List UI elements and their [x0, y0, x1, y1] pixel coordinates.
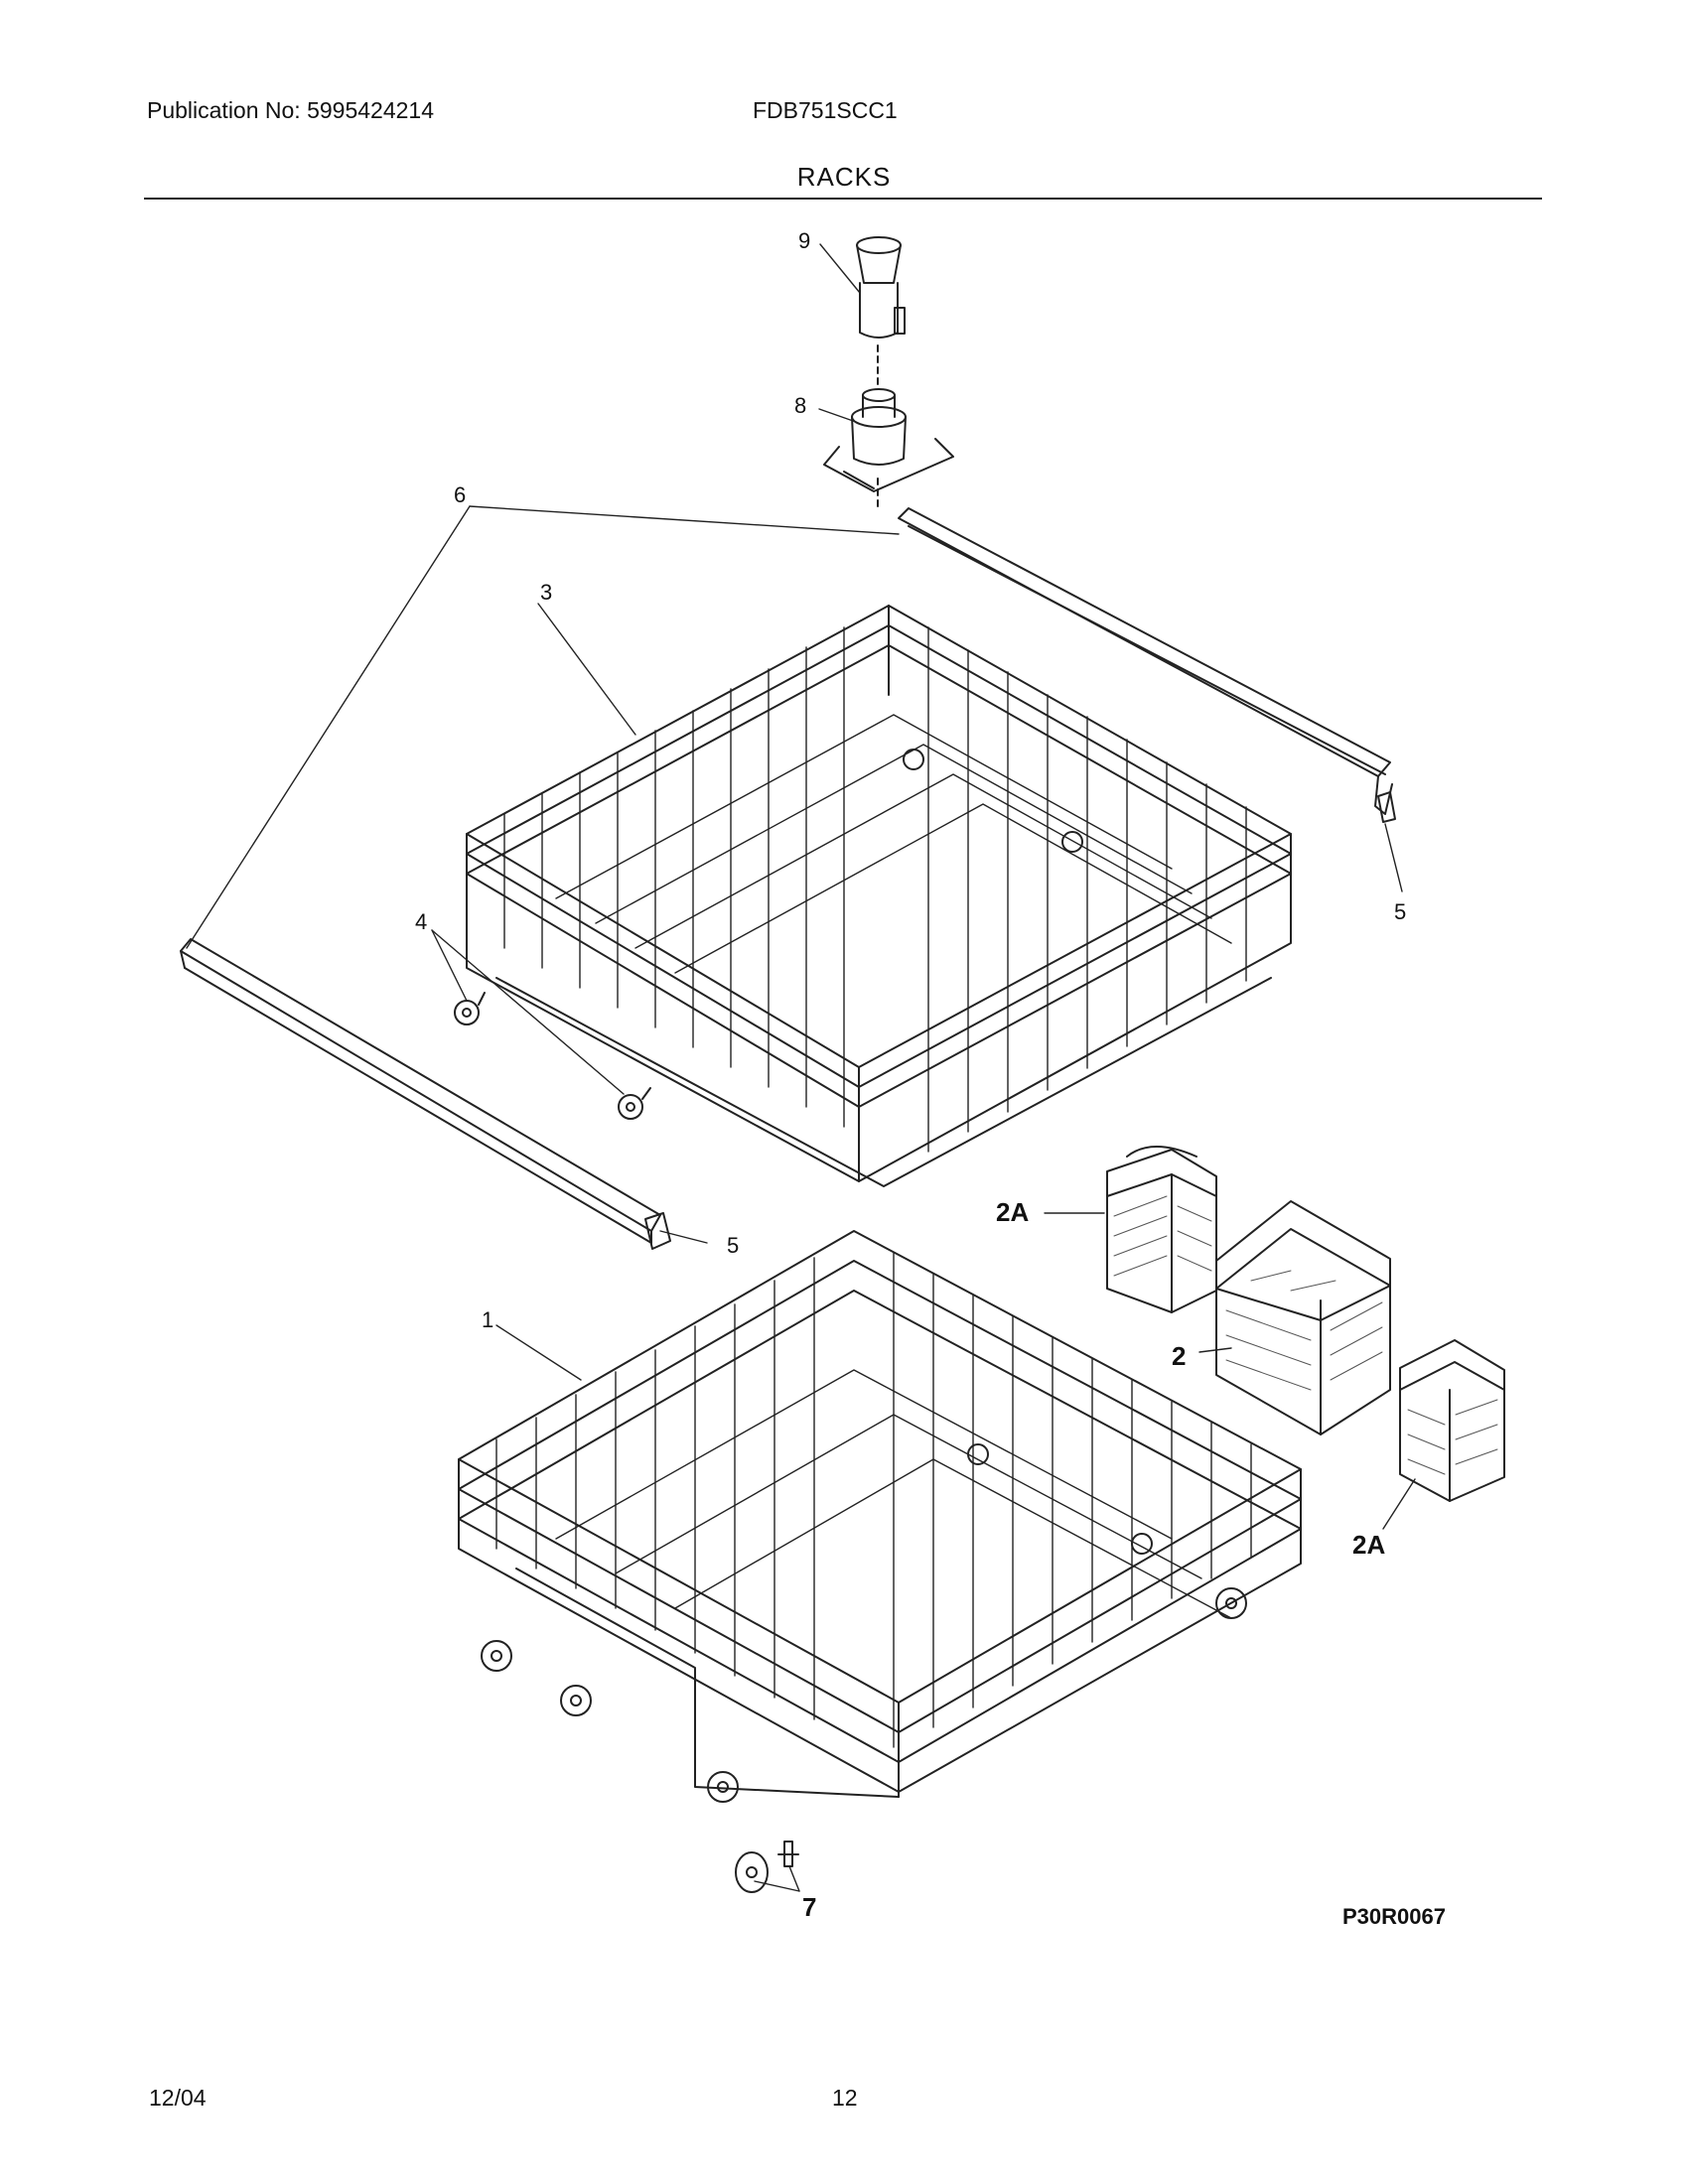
callout-2a-left: 2A [996, 1197, 1029, 1227]
lower-rack-wheels [481, 1587, 1247, 1803]
part-2-centre-basket-illustration [1215, 1200, 1391, 1435]
part-8-mount-illustration [823, 388, 954, 492]
publication-number: Publication No: 5995424214 [147, 97, 435, 123]
part-5-right-end-cap [1377, 791, 1396, 823]
part-4-upper-rack-wheels [454, 992, 651, 1120]
model-number: FDB751SCC1 [753, 97, 898, 123]
page-number: 12 [832, 2085, 858, 2111]
part-6-left-rail-illustration [180, 938, 661, 1244]
callout-4: 4 [415, 909, 427, 934]
callout-2: 2 [1172, 1341, 1186, 1371]
callout-9: 9 [798, 228, 810, 253]
callout-7: 7 [802, 1892, 816, 1922]
callout-3: 3 [540, 580, 552, 605]
callout-6: 6 [454, 482, 466, 507]
part-5-left-end-cap [644, 1212, 671, 1250]
leader-lines [186, 243, 1416, 1892]
footer-date: 12/04 [149, 2085, 207, 2111]
part-7-wheel-and-axle [735, 1841, 799, 1893]
header-divider [144, 198, 1542, 200]
part-1-lower-rack-illustration [458, 1230, 1302, 1798]
part-2a-left-basket-illustration [1106, 1146, 1217, 1313]
callout-5-right: 5 [1394, 899, 1406, 924]
diagram-code: P30R0067 [1342, 1904, 1446, 1929]
callout-2a-right: 2A [1352, 1530, 1385, 1560]
callout-8: 8 [794, 393, 806, 418]
part-2a-right-basket-illustration [1399, 1339, 1505, 1502]
part-9-nozzle-illustration [856, 236, 906, 339]
callout-5-left: 5 [727, 1233, 739, 1258]
part-3-upper-rack-illustration [466, 605, 1292, 1187]
callout-1: 1 [482, 1307, 493, 1332]
page-title: RACKS [796, 162, 892, 192]
part-6-right-rail-illustration [898, 507, 1393, 815]
